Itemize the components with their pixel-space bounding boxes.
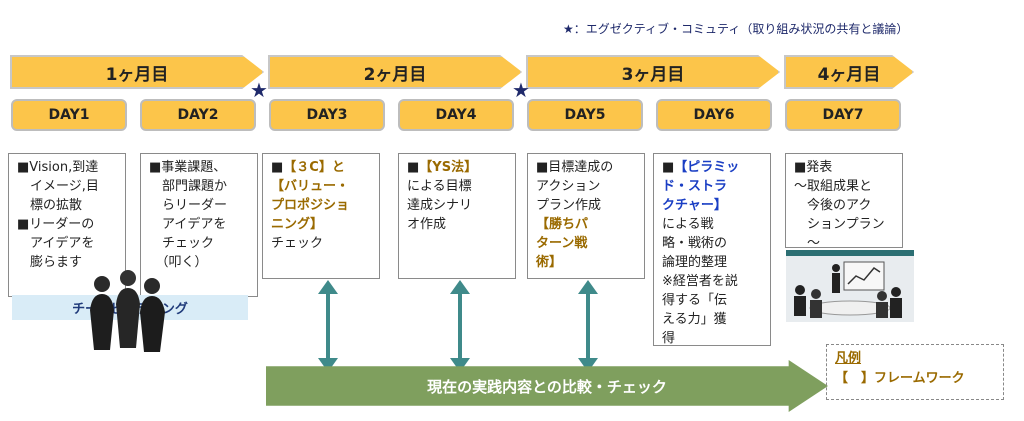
day-3-content: ■【３C】と 【バリュー・ プロポジショ ニング】 チェック (262, 153, 380, 279)
legend-title: 凡例 (835, 351, 862, 366)
day-4-content: ■【YS法】 による目標達成シナリオ作成 (398, 153, 516, 279)
day-7-pill: DAY7 (785, 99, 901, 131)
day-2-pill: DAY2 (140, 99, 256, 131)
day-4-pill: DAY4 (398, 99, 514, 131)
day-7-content: ■発表〜取組成果と 今後のアク ションプラン 〜 (785, 153, 903, 251)
executive-committee-legend: ★：エグゼクティブ・コミュティ（取り組み状況の共有と議論） (563, 22, 909, 36)
comparison-check-label: 現在の実践内容との比較・チェック (427, 377, 667, 396)
month-2-bar: 2ヶ月目 (268, 55, 522, 89)
star-icon: ★ (250, 78, 268, 102)
day-6-content: ■【ピラミッ ド・ストラ クチャー】 による戦略・戦術の論理的整理 ※経営者を説… (653, 153, 771, 346)
day-3-pill: DAY3 (269, 99, 385, 131)
comparison-arrow-icon (450, 280, 470, 372)
star-icon: ★ (512, 78, 530, 102)
comparison-check-arrow: 現在の実践内容との比較・チェック (266, 360, 828, 412)
month-1-bar: 1ヶ月目 (10, 55, 264, 89)
day-5-content: ■目標達成のアクションプラン作成 【勝ちパターン戦術】 (527, 153, 645, 279)
day-1-content: ■Vision,到達 イメージ,目 標の拡散 ■リーダーの アイデアを 膨らます (8, 153, 126, 297)
comparison-arrow-icon (578, 280, 598, 372)
day-6-pill: DAY6 (656, 99, 772, 131)
day-2-content: ■事業課題、 部門課題か らリーダー アイデアを チェック （叩く） (140, 153, 258, 297)
month-3-bar: 3ヶ月目 (526, 55, 780, 89)
comparison-arrow-icon (318, 280, 338, 372)
day-1-pill: DAY1 (11, 99, 127, 131)
framework-legend: 凡例 【 】フレームワーク (826, 344, 1004, 400)
presentation-meeting-icon (786, 250, 914, 322)
month-4-bar: 4ヶ月目 (784, 55, 914, 89)
legend-item: 【 】フレームワーク (835, 371, 965, 386)
team-people-icon (90, 270, 165, 352)
day-5-pill: DAY5 (527, 99, 643, 131)
